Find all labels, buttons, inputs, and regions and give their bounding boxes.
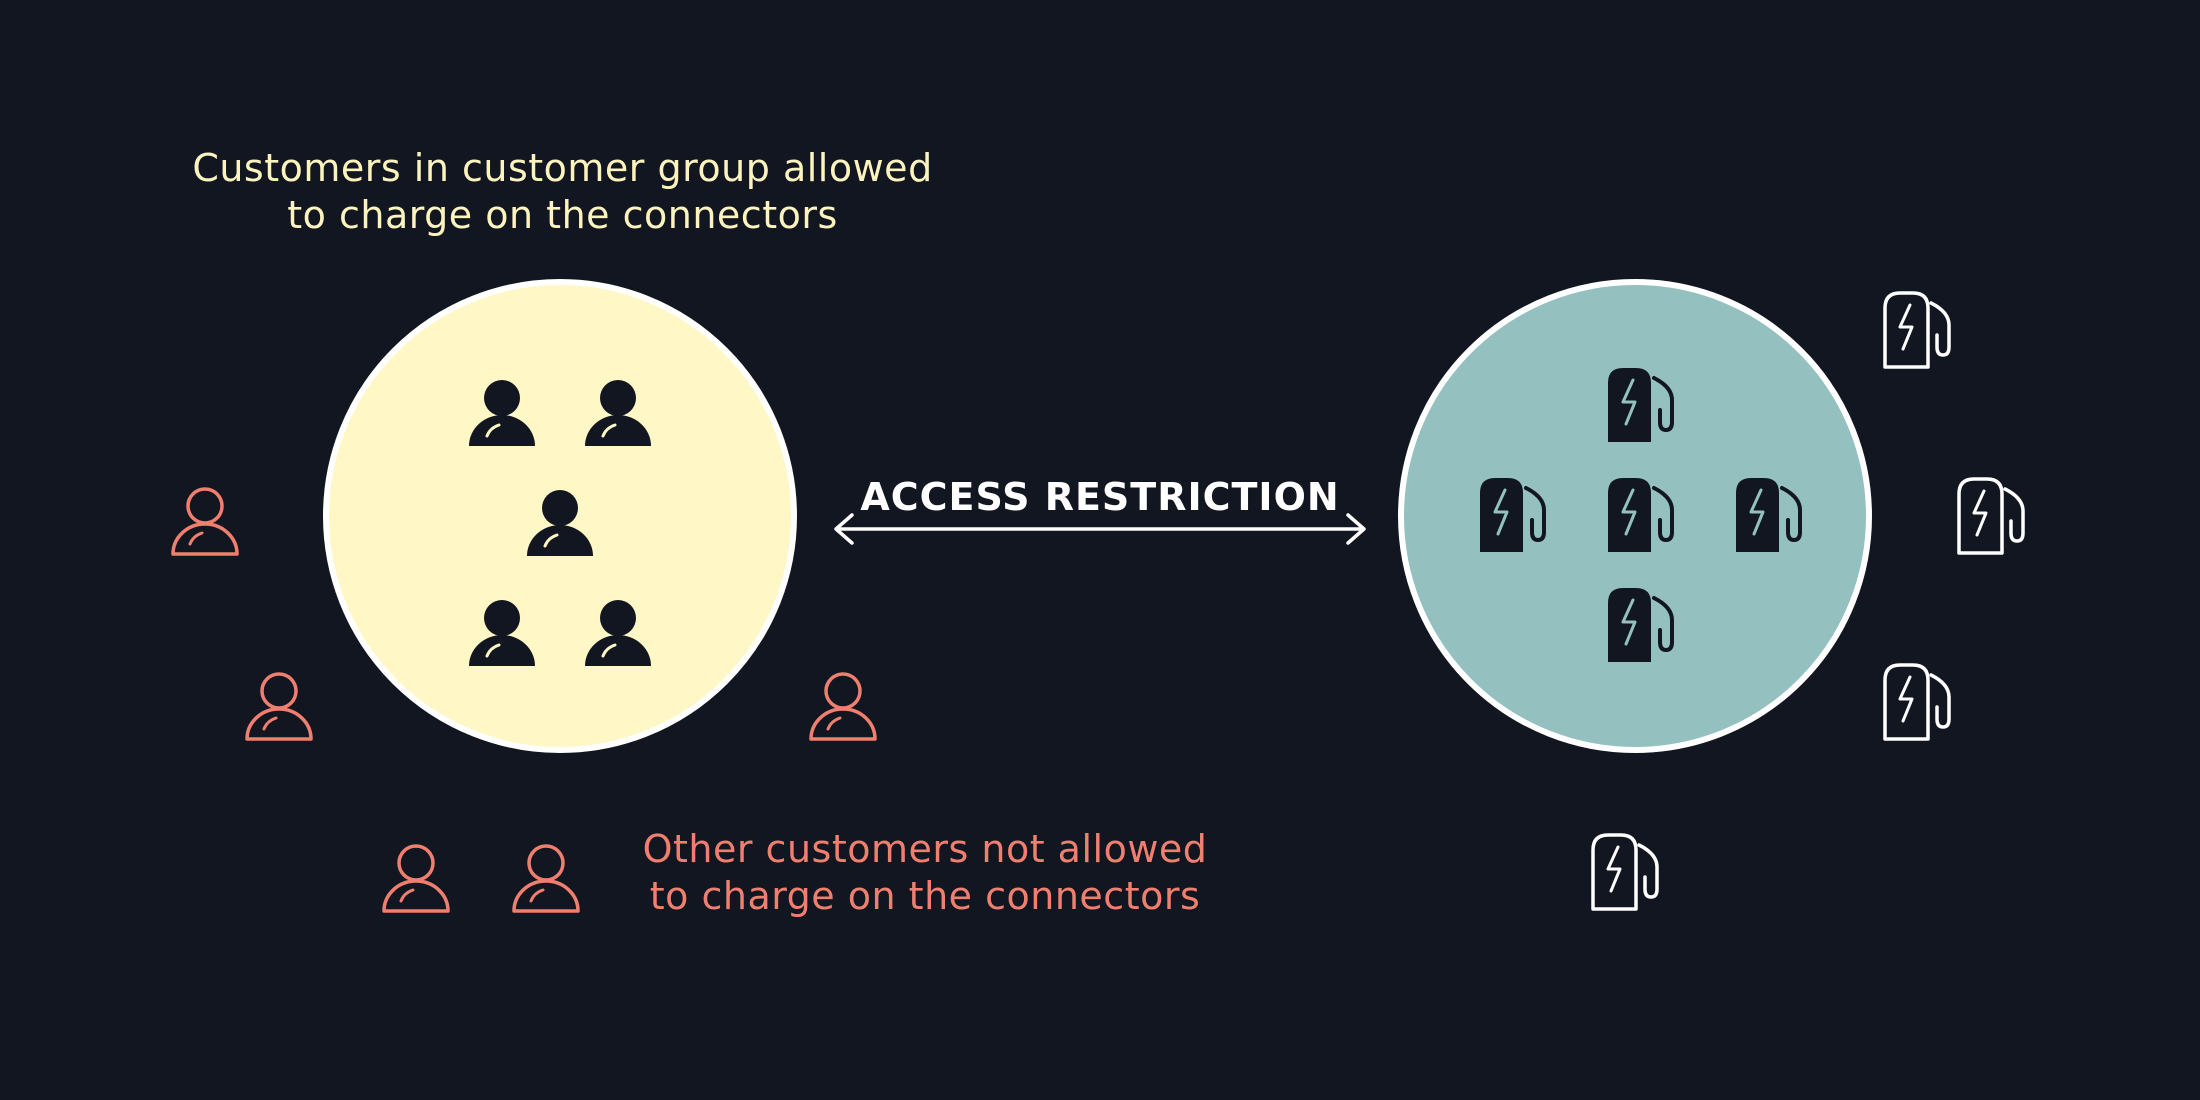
- charger-outline-icon: [1591, 833, 1659, 911]
- access-restriction-label: ACCESS RESTRICTION: [860, 475, 1340, 519]
- person-outline-icon: [809, 672, 877, 741]
- allowed-customers-label: Customers in customer group allowed to c…: [170, 145, 955, 239]
- person-outline-icon: [171, 487, 239, 556]
- allowed-label-line-2: to charge on the connectors: [287, 193, 838, 237]
- charger-outline-icon: [1883, 291, 1951, 369]
- double-arrow: [834, 513, 1366, 545]
- person-outline-icon: [245, 672, 313, 741]
- other-customers-label: Other customers not allowed to charge on…: [610, 826, 1240, 920]
- allowed-label-line-1: Customers in customer group allowed: [192, 146, 933, 190]
- person-outline-icon: [512, 844, 580, 913]
- charger-outline-icon: [1883, 663, 1951, 741]
- person-outline-icon: [382, 844, 450, 913]
- blocked-label-line-2: to charge on the connectors: [649, 874, 1201, 918]
- charger-outline-icon: [1957, 477, 2025, 555]
- blocked-label-line-1: Other customers not allowed: [642, 827, 1208, 871]
